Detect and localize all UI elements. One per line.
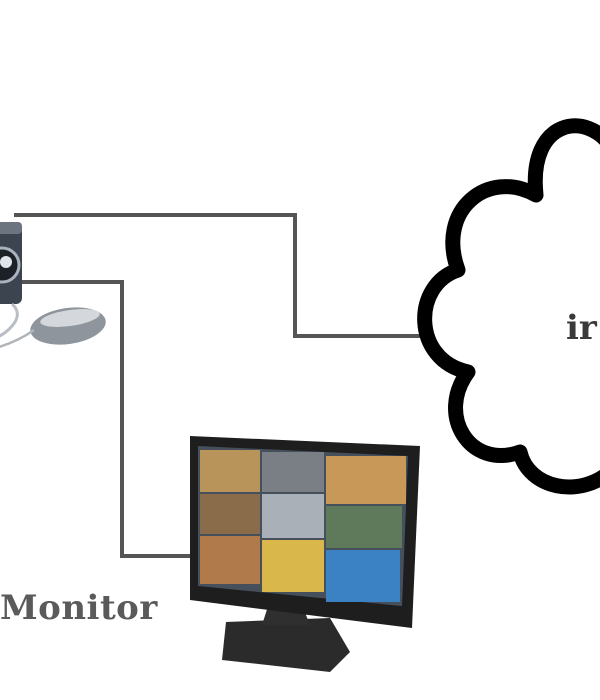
wire-to-monitor bbox=[20, 280, 192, 558]
wire-to-cloud bbox=[14, 213, 460, 338]
monitor-screen bbox=[198, 446, 408, 606]
mouse-icon bbox=[0, 307, 106, 349]
monitor-label: Monitor bbox=[0, 588, 158, 628]
monitor-icon bbox=[190, 436, 420, 672]
cloud-label: ir bbox=[566, 308, 597, 348]
cloud-icon bbox=[417, 118, 600, 495]
camera-icon bbox=[0, 222, 22, 338]
